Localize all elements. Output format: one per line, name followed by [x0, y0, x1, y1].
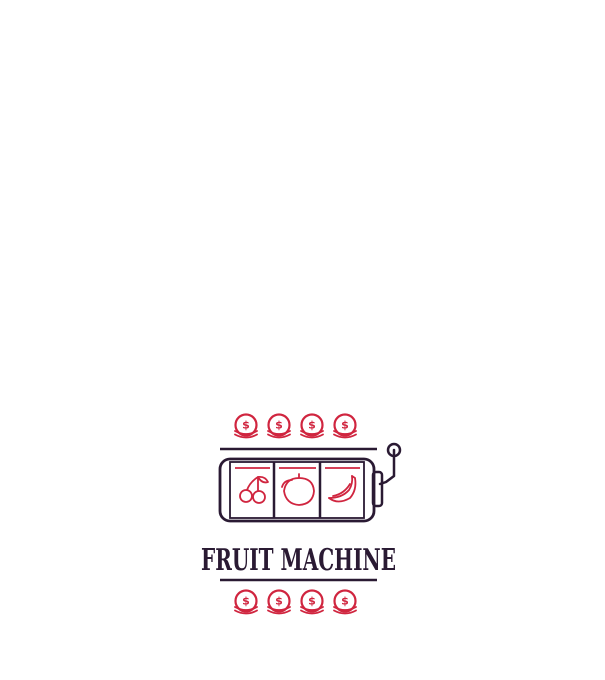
cherry-icon — [239, 475, 269, 504]
coin-icon: $ — [333, 413, 357, 439]
lemon-icon — [281, 473, 315, 506]
coin-icon: $ — [234, 589, 258, 615]
brand-name: FRUIT MACHINE — [201, 543, 396, 578]
coin-icon: $ — [267, 413, 291, 439]
svg-text:$: $ — [275, 595, 283, 608]
svg-text:$: $ — [242, 419, 250, 432]
svg-text:$: $ — [341, 595, 349, 608]
coin-icon: $ — [333, 589, 357, 615]
banana-icon — [328, 475, 357, 503]
svg-text:$: $ — [341, 419, 349, 432]
coin-icon: $ — [234, 413, 258, 439]
top-coin-row: $ $ $ $ — [234, 413, 357, 439]
slot-machine-icon — [218, 442, 402, 523]
svg-text:$: $ — [242, 595, 250, 608]
svg-text:$: $ — [308, 419, 316, 432]
coin-icon: $ — [300, 413, 324, 439]
coin-icon: $ — [267, 589, 291, 615]
svg-text:$: $ — [275, 419, 283, 432]
bottom-coin-row: $ $ $ $ — [234, 589, 357, 615]
svg-text:$: $ — [308, 595, 316, 608]
coin-icon: $ — [300, 589, 324, 615]
